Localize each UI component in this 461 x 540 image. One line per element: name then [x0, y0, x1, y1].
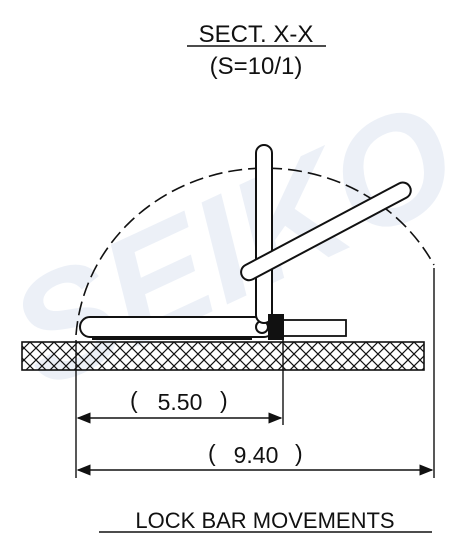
dim-short-close-paren: ): [220, 387, 228, 413]
dim-short-open-paren: (: [130, 387, 138, 413]
dimension-long-value: 9.40: [234, 442, 279, 468]
base-plate: [21, 341, 425, 371]
lock-bar-shadow: [92, 336, 252, 340]
scale-label: (S=10/1): [210, 53, 303, 80]
dim-long-close-paren: ): [295, 440, 303, 466]
lock-bar-closed: [79, 316, 275, 338]
movement-arc: [75, 167, 435, 336]
dimension-short-value: 5.50: [158, 389, 203, 415]
caption: LOCK BAR MOVEMENTS: [135, 508, 394, 533]
section-title: SECT. X-X: [199, 21, 314, 48]
lock-bar-vertical: [255, 144, 273, 324]
housing-tab: [273, 319, 347, 337]
lock-bar-inclined: [240, 181, 412, 282]
dim-long-open-paren: (: [208, 440, 216, 466]
housing-block: [268, 314, 284, 340]
